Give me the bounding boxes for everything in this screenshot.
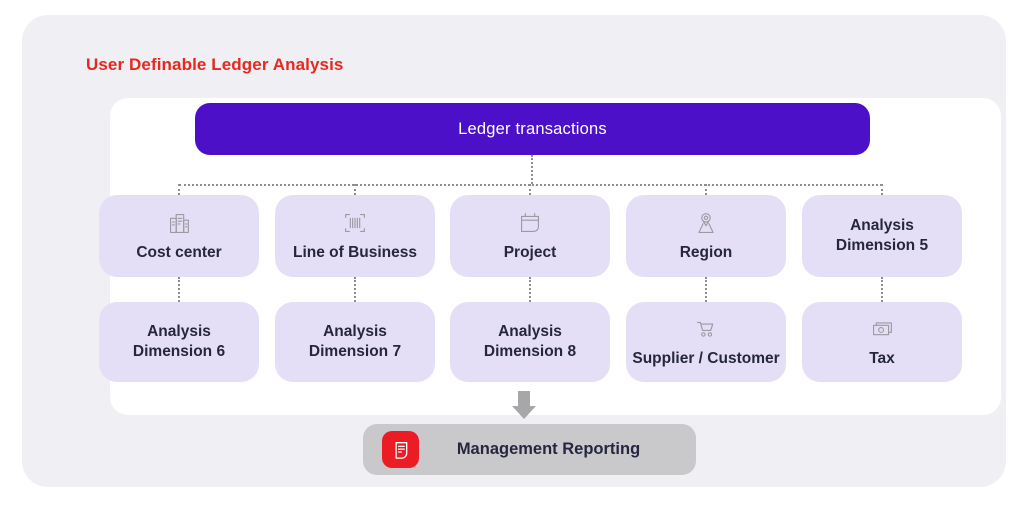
down-arrow-head (512, 406, 536, 419)
dimension-label: Line of Business (292, 244, 418, 262)
dimension-label: Project (503, 244, 557, 262)
map-pin-icon (698, 213, 714, 234)
shopping-cart-icon (697, 322, 714, 338)
dimension-box-analysis-dimension-8: Analysis Dimension 8 (450, 302, 610, 382)
buildings-icon (170, 214, 189, 234)
connector-row-link-3 (529, 277, 531, 302)
dimension-label: Tax (869, 350, 895, 368)
calendar-icon (521, 213, 539, 233)
connector-row-link-2 (354, 277, 356, 302)
dimension-box-analysis-dimension-7: Analysis Dimension 7 (275, 302, 435, 382)
connector-row-link-4 (705, 277, 707, 302)
connector-row-link-5 (881, 277, 883, 302)
connector-stub-2 (354, 184, 356, 195)
dimension-label: Analysis Dimension 8 (483, 322, 577, 360)
dimension-label: Supplier / Customer (632, 350, 780, 368)
output-pill-management-reporting: Management Reporting (363, 424, 696, 475)
output-label: Management Reporting (456, 440, 641, 458)
barcode-icon (345, 214, 365, 233)
root-node-ledger-transactions: Ledger transactions (195, 103, 870, 155)
root-node-label: Ledger transactions (458, 119, 607, 138)
dimension-box-analysis-dimension-6: Analysis Dimension 6 (99, 302, 259, 382)
dimension-box-supplier-customer: Supplier / Customer (626, 302, 786, 382)
banknote-icon (873, 322, 892, 336)
page-title: User Definable Ledger Analysis (86, 55, 344, 74)
dimension-label: Cost center (136, 244, 222, 262)
connector-stub-3 (529, 184, 531, 195)
down-arrow-icon (518, 391, 530, 407)
dimension-label: Analysis Dimension 6 (132, 322, 226, 360)
dimension-box-tax: Tax (802, 302, 962, 382)
dimension-label: Analysis Dimension 7 (308, 322, 402, 360)
dimension-box-region: Region (626, 195, 786, 277)
dimension-label: Analysis Dimension 5 (835, 216, 929, 254)
connector-row-link-1 (178, 277, 180, 302)
connector-stub-5 (881, 184, 883, 195)
dimension-box-analysis-dimension-5: Analysis Dimension 5 (802, 195, 962, 277)
dimension-label: Region (679, 244, 733, 262)
connector-trunk (531, 155, 533, 184)
dimension-box-cost-center: Cost center (99, 195, 259, 277)
report-icon (382, 431, 419, 468)
dimension-box-project: Project (450, 195, 610, 277)
connector-stub-4 (705, 184, 707, 195)
dimension-box-line-of-business: Line of Business (275, 195, 435, 277)
connector-stub-1 (178, 184, 180, 195)
